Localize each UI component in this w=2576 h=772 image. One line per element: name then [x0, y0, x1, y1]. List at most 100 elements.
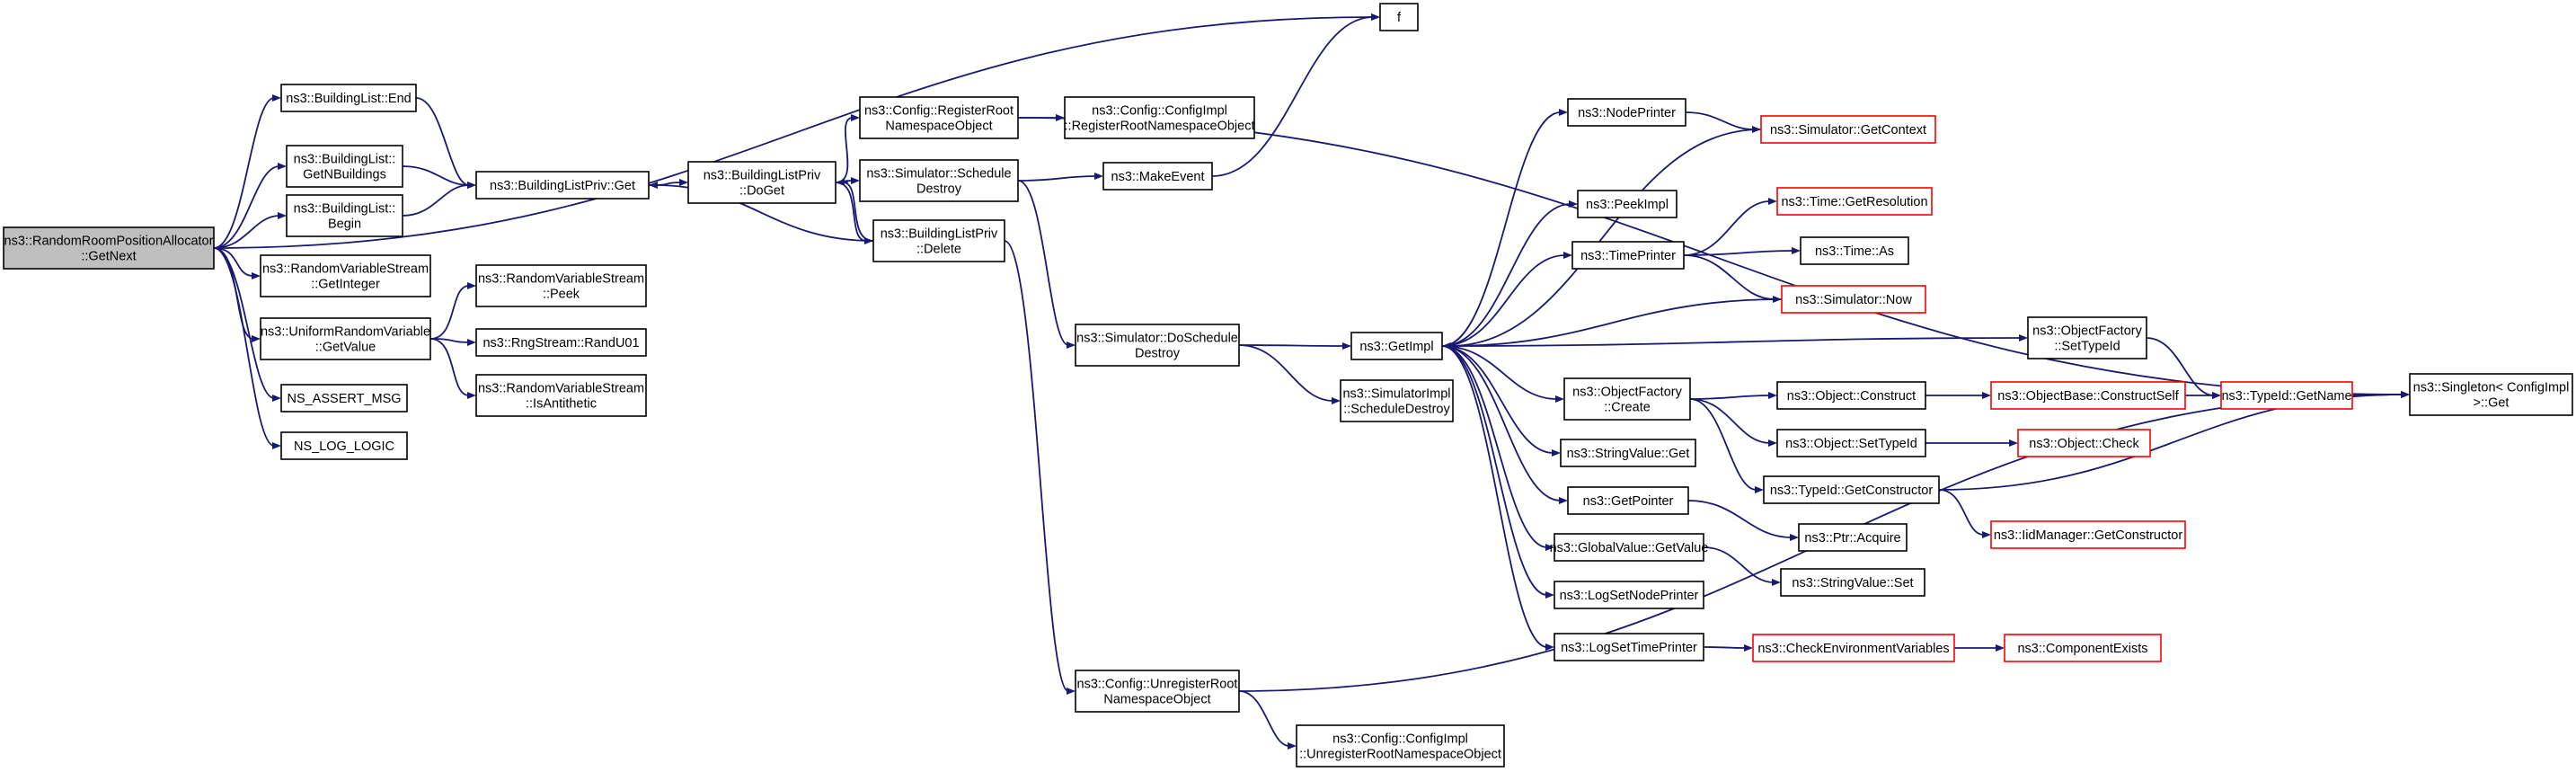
node-label: ns3::GetPointer: [1583, 494, 1674, 509]
node-assert[interactable]: NS_ASSERT_MSG: [280, 384, 408, 413]
node-box: [3, 226, 215, 270]
node-ptr-acquire[interactable]: ns3::Ptr::Acquire: [1798, 523, 1908, 552]
edge-getimpl-to-timeprinter: [1441, 254, 1566, 347]
node-label: ::GetNext: [81, 250, 136, 264]
node-gv-getvalue[interactable]: ns3::GlobalValue::GetValue: [1550, 533, 1709, 562]
node-box: [1776, 187, 1933, 216]
node-cfgimpl-unreg[interactable]: ns3::Config::ConfigImpl::UnregisterRootN…: [1296, 724, 1505, 768]
node-nodeprinter[interactable]: ns3::NodePrinter: [1567, 98, 1686, 127]
node-label: ns3::GetImpl: [1359, 340, 1433, 354]
node-simimpl-sched[interactable]: ns3::SimulatorImpl::ScheduleDestroy: [1340, 379, 1454, 422]
node-blp-get[interactable]: ns3::BuildingListPriv::Get: [475, 171, 650, 200]
node-box: [286, 194, 403, 237]
edge-logsettime-to-check-env: [1703, 646, 1747, 649]
node-box: [475, 171, 650, 200]
node-objbase-cs[interactable]: ns3::ObjectBase::ConstructSelf: [1990, 381, 2186, 410]
node-label: ::Delete: [916, 243, 961, 257]
node-tid-getname[interactable]: ns3::TypeId::GetName: [2220, 381, 2353, 410]
node-loglogic[interactable]: NS_LOG_LOGIC: [280, 431, 408, 460]
node-obj-settypeid[interactable]: ns3::Object::SetTypeId: [1776, 429, 1926, 457]
edge-getimpl-to-of-create: [1441, 345, 1558, 400]
node-box: [260, 254, 431, 297]
edge-tid-getctor-to-iid-getctor: [1938, 489, 1985, 536]
node-label: ns3::MakeEvent: [1111, 170, 1205, 184]
node-box: [1554, 581, 1704, 609]
node-urv-getval[interactable]: ns3::UniformRandomVariable::GetValue: [260, 317, 431, 360]
arrow-head-icon: [272, 395, 281, 402]
node-label: ns3::BuildingListPriv::Get: [490, 179, 635, 193]
edge-timeprinter-to-sim-now: [1683, 254, 1775, 300]
edge-root-to-bl-begin: [213, 215, 280, 249]
node-box: [2409, 373, 2573, 416]
node-sim-getctx[interactable]: ns3::Simulator::GetContext: [1760, 115, 1936, 144]
node-blp-doget[interactable]: ns3::BuildingListPriv::DoGet: [687, 161, 837, 204]
edge-getpointer-to-ptr-acquire: [1687, 500, 1793, 538]
node-label: ns3::StringValue::Get: [1567, 447, 1690, 461]
arrow-head-icon: [1559, 497, 1568, 504]
node-obj-construct[interactable]: ns3::Object::Construct: [1776, 381, 1926, 410]
arrow-head-icon: [1792, 247, 1801, 254]
node-sim-now[interactable]: ns3::Simulator::Now: [1781, 285, 1926, 314]
node-getpointer[interactable]: ns3::GetPointer: [1567, 486, 1689, 515]
node-check-env[interactable]: ns3::CheckEnvironmentVariables: [1752, 634, 1955, 662]
node-rng-randu[interactable]: ns3::RngStream::RandU01: [475, 328, 647, 357]
node-cfg-reg[interactable]: ns3::Config::RegisterRootNamespaceObject: [859, 96, 1019, 139]
node-sv-get[interactable]: ns3::StringValue::Get: [1560, 439, 1696, 467]
node-sim-sched[interactable]: ns3::Simulator::ScheduleDestroy: [859, 159, 1019, 202]
node-getimpl[interactable]: ns3::GetImpl: [1350, 332, 1443, 360]
node-rvs-peek[interactable]: ns3::RandomVariableStream::Peek: [475, 264, 647, 307]
node-logsetnode[interactable]: ns3::LogSetNodePrinter: [1554, 581, 1704, 609]
node-sv-set[interactable]: ns3::StringValue::Set: [1780, 568, 1925, 597]
node-tid-getctor[interactable]: ns3::TypeId::GetConstructor: [1763, 475, 1940, 504]
node-bl-getn[interactable]: ns3::BuildingList::GetNBuildings: [286, 145, 403, 188]
edge-bl-end-to-blp-get: [415, 97, 470, 186]
arrow-head-icon: [2401, 391, 2410, 398]
node-of-settypeid[interactable]: ns3::ObjectFactory::SetTypeId: [2027, 316, 2147, 359]
node-label: ns3::BuildingList::End: [286, 92, 411, 106]
arrow-head-icon: [1371, 13, 1380, 21]
edge-of-create-to-obj-construct: [1689, 395, 1771, 400]
node-rvs-getint[interactable]: ns3::RandomVariableStream::GetInteger: [260, 254, 431, 297]
node-label: ::Peek: [543, 288, 580, 302]
node-iid-getctor[interactable]: ns3::IidManager::GetConstructor: [1990, 520, 2186, 549]
edge-cfg-unreg-to-cfgimpl-unreg: [1238, 690, 1290, 747]
node-logsettime[interactable]: ns3::LogSetTimePrinter: [1554, 633, 1704, 661]
node-label: ns3::CheckEnvironmentVariables: [1757, 642, 1949, 656]
node-cfg-unreg[interactable]: ns3::Config::UnregisterRootNamespaceObje…: [1075, 670, 1240, 713]
edge-bl-getn-to-blp-get: [402, 165, 470, 186]
arrow-head-icon: [252, 272, 261, 280]
node-timeprinter[interactable]: ns3::TimePrinter: [1571, 241, 1685, 270]
node-rvs-anti[interactable]: ns3::RandomVariableStream::IsAntithetic: [475, 374, 647, 417]
node-label: ::Create: [1604, 401, 1651, 415]
node-cfgimpl-reg[interactable]: ns3::Config::ConfigImpl::RegisterRootNam…: [1064, 96, 1255, 139]
node-bl-end[interactable]: ns3::BuildingList::End: [280, 84, 417, 112]
node-label: NamespaceObject: [1103, 693, 1210, 707]
node-f[interactable]: f: [1379, 3, 1419, 31]
edge-timeprinter-to-time-as: [1683, 250, 1794, 256]
arrow-head-icon: [1545, 591, 1554, 599]
node-obj-check[interactable]: ns3::Object::Check: [2017, 429, 2151, 457]
node-label: NS_ASSERT_MSG: [287, 392, 401, 406]
arrow-head-icon: [1545, 643, 1554, 651]
node-label: ns3::RandomRoomPositionAllocator: [4, 235, 214, 249]
arrow-head-icon: [851, 177, 860, 184]
node-comp-exists[interactable]: ns3::ComponentExists: [2004, 634, 2162, 662]
node-box: [475, 328, 647, 357]
node-of-create[interactable]: ns3::ObjectFactory::Create: [1563, 377, 1691, 421]
node-label: ::UnregisterRootNamespaceObject: [1299, 748, 1501, 762]
arrow-head-icon: [1768, 392, 1777, 399]
node-blp-delete[interactable]: ns3::BuildingListPriv::Delete: [872, 219, 1005, 262]
arrow-head-icon: [1545, 544, 1554, 551]
node-box: [286, 145, 403, 188]
node-time-res[interactable]: ns3::Time::GetResolution: [1776, 187, 1933, 216]
node-makeevent[interactable]: ns3::MakeEvent: [1102, 162, 1213, 191]
node-time-as[interactable]: ns3::Time::As: [1800, 236, 1909, 265]
node-root[interactable]: ns3::RandomRoomPositionAllocator::GetNex…: [3, 226, 215, 270]
node-label: ns3::NodePrinter: [1578, 106, 1676, 120]
node-singleton[interactable]: ns3::Singleton< ConfigImpl>::Get: [2409, 373, 2573, 416]
node-label: NamespaceObject: [885, 120, 992, 134]
node-bl-begin[interactable]: ns3::BuildingList::Begin: [286, 194, 403, 237]
node-peekimpl[interactable]: ns3::PeekImpl: [1577, 190, 1677, 218]
node-label: ns3::ObjectBase::ConstructSelf: [1997, 389, 2179, 404]
